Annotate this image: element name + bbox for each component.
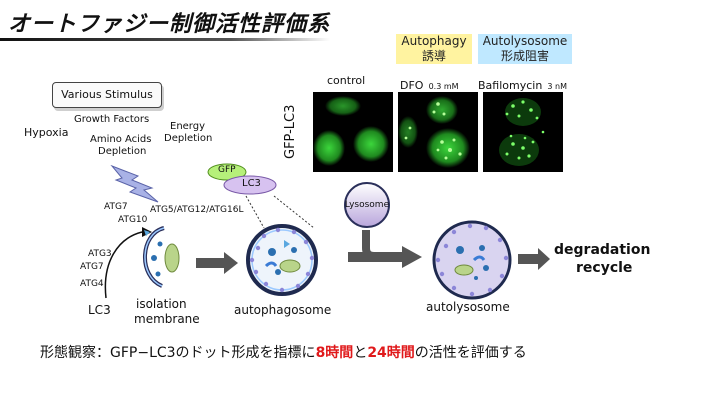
- caption: 形態観察：GFP−LC3のドット形成を指標に8時間と24時間の活性を評価する: [40, 342, 527, 362]
- energy-label: Energy: [170, 121, 206, 132]
- degradation-label: degradation: [554, 242, 651, 258]
- baf-name: Bafilomycin: [478, 79, 543, 92]
- amino-depletion-label: Depletion: [98, 146, 147, 157]
- autolysosome-diagram: [432, 220, 512, 300]
- atg7-top-label: ATG7: [104, 202, 128, 212]
- growth-factors-label: Growth Factors: [74, 114, 150, 125]
- atg3-label: ATG3: [88, 249, 112, 259]
- stimulus-box: Various Stimulus: [52, 82, 162, 108]
- inhibitor-label-line1: Autolysosome: [482, 34, 568, 48]
- zoom-dotted-lines: [245, 195, 315, 229]
- dfo-name: DFO: [400, 79, 424, 92]
- lysosome-diagram: [344, 182, 390, 228]
- control-micrograph: [313, 92, 393, 172]
- dfo-conc: 0.3 mM: [428, 82, 459, 91]
- atg7-left-label: ATG7: [80, 262, 104, 272]
- atg4-label: ATG4: [80, 279, 104, 289]
- autophagosome-label: autophagosome: [234, 303, 332, 317]
- autophagosome-diagram: [246, 224, 318, 296]
- bafilomycin-micrograph: [483, 92, 563, 172]
- inhibitor-label: Autolysosome 形成阻害: [478, 34, 572, 64]
- caption-8h: 8時間: [315, 345, 354, 361]
- dfo-label: DFO 0.3 mM: [400, 74, 459, 93]
- caption-part3: の活性を評価する: [414, 345, 527, 361]
- title-underline: [0, 38, 330, 41]
- control-label: control: [327, 74, 366, 87]
- inhibitor-label-line2: 形成阻害: [500, 49, 549, 63]
- amino-acids-label: Amino Acids: [90, 134, 152, 145]
- lc3-label: LC3: [88, 303, 111, 317]
- dfo-micrograph: [398, 92, 478, 172]
- lysosome-label: Lysosome: [344, 200, 390, 210]
- atg10-label: ATG10: [118, 215, 148, 225]
- page-title: オートファジー制御活性評価系: [8, 12, 331, 37]
- lc3-tag-text: LC3: [242, 178, 261, 189]
- caption-24h: 24時間: [367, 345, 415, 361]
- gfp-tag-text: GFP: [218, 165, 236, 175]
- isolation-label-2: membrane: [134, 312, 200, 326]
- baf-label: Bafilomycin 3 nM: [478, 74, 567, 93]
- inducer-label-line2: 誘導: [421, 49, 446, 63]
- arrow-2: [348, 230, 422, 268]
- inducer-label: Autophagy 誘導: [396, 34, 472, 64]
- lightning-bolt-icon: [110, 164, 159, 203]
- lc3-tag: LC3: [222, 174, 278, 196]
- gfp-lc3-row-label: GFP-LC3: [283, 104, 298, 160]
- atg5-complex-label: ATG5/ATG12/ATG16L: [150, 205, 244, 215]
- gfp-tag: GFP: [206, 162, 248, 182]
- isolation-membrane-diagram: [143, 226, 180, 288]
- baf-conc: 3 nM: [547, 82, 568, 91]
- caption-part1: 形態観察：GFP−LC3のドット形成を指標に: [40, 345, 316, 361]
- energy-depletion-label: Depletion: [164, 133, 213, 144]
- caption-part2: と: [353, 345, 368, 361]
- hypoxia-label: Hypoxia: [24, 126, 69, 139]
- isolation-label-1: isolation: [136, 297, 187, 311]
- autolysosome-label: autolysosome: [426, 300, 510, 314]
- inducer-label-line1: Autophagy: [401, 34, 467, 48]
- recycle-label: recycle: [576, 260, 633, 276]
- arrow-3: [518, 248, 550, 270]
- arrow-1: [196, 252, 238, 274]
